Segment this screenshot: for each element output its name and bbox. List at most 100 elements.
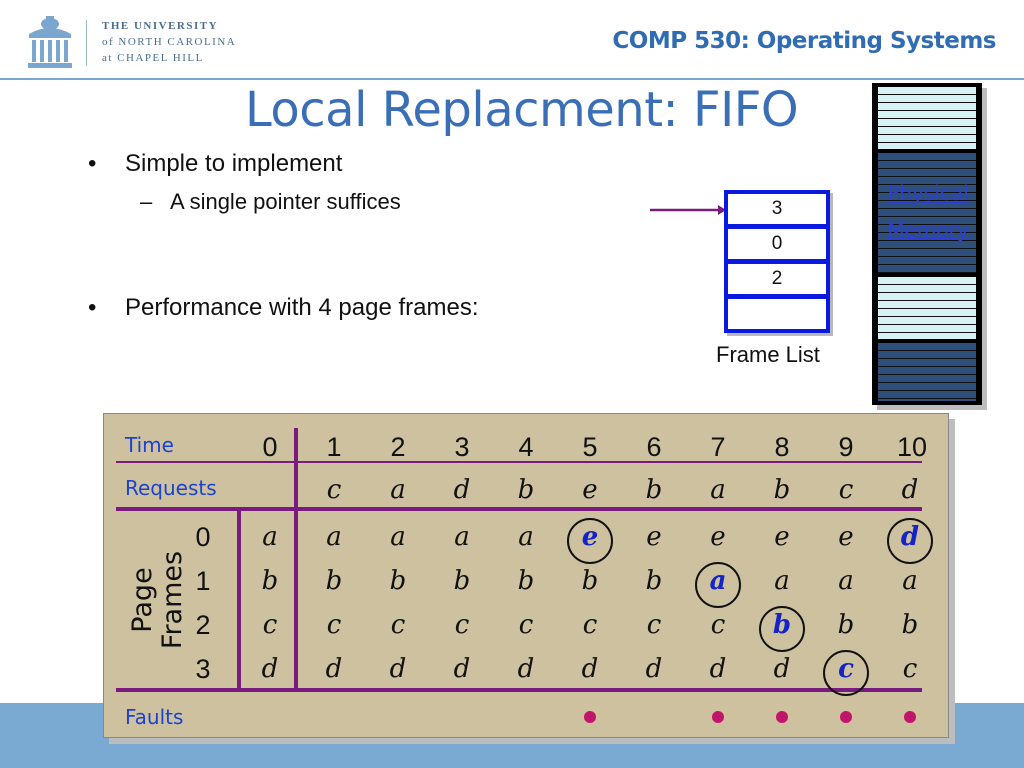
frame-list-cell: 3 [724, 190, 830, 228]
frame-number: 0 [195, 522, 211, 552]
request-value: b [645, 475, 663, 505]
frame-cell: c [518, 610, 534, 640]
fault-circle [887, 518, 933, 564]
bullet-marker: • [88, 294, 97, 321]
frame-list-cell: 0 [724, 225, 830, 263]
logo-text-line: THE UNIVERSITY [102, 20, 219, 32]
logo-text-line: of NORTH CAROLINA [102, 36, 237, 48]
bullet-marker: – [140, 189, 153, 214]
frame-cell: b [517, 566, 535, 596]
frame-cell: c [710, 610, 726, 640]
frame-cell: d [581, 654, 599, 684]
frame-number: 3 [195, 654, 211, 684]
frame-cell: d [645, 654, 663, 684]
frame-cell: d [517, 654, 535, 684]
bullet-text: Simple to implement [125, 150, 343, 177]
request-value: b [773, 475, 791, 505]
requests-rule [116, 507, 922, 511]
time-value: 2 [390, 432, 406, 462]
frame-cell: d [453, 654, 471, 684]
time-value: 6 [646, 432, 662, 462]
frame-cell: a [454, 522, 470, 552]
frame-cell: d [773, 654, 791, 684]
slide-title: Local Replacment: FIFO [245, 82, 799, 138]
time-value: 7 [710, 432, 726, 462]
fault-circle [695, 562, 741, 608]
frame-cell: c [902, 654, 918, 684]
time-value: 0 [262, 432, 278, 462]
bullet-marker: • [88, 150, 97, 177]
physical-memory-link[interactable]: Memory [887, 218, 969, 242]
time-value: 10 [896, 432, 928, 462]
frame-cell: b [645, 566, 663, 596]
frame-cell: a [838, 566, 854, 596]
frame-cell: e [838, 522, 854, 552]
time-rule [116, 461, 922, 463]
fault-circle [823, 650, 869, 696]
frame-cell: c [390, 610, 406, 640]
frame-cell: d [261, 654, 279, 684]
frames-rule [116, 688, 922, 692]
frame-cell: d [389, 654, 407, 684]
frame-cell: c [262, 610, 278, 640]
university-logo: THE UNIVERSITY of NORTH CAROLINA at CHAP… [26, 14, 246, 72]
logo-text-line: at CHAPEL HILL [102, 52, 204, 64]
fault-dot [776, 711, 788, 723]
time-label: Time [125, 433, 174, 457]
memory-block-used [878, 343, 976, 401]
time-value: 9 [838, 432, 854, 462]
frame-cell: a [902, 566, 918, 596]
frame-cell: a [774, 566, 790, 596]
request-value: e [582, 475, 598, 505]
requests-label: Requests [125, 476, 217, 500]
request-value: c [838, 475, 854, 505]
frame-cell: b [325, 566, 343, 596]
frame-cell: b [389, 566, 407, 596]
bullet-text: Performance with 4 page frames: [125, 294, 479, 321]
time-value: 3 [454, 432, 470, 462]
memory-block-used [878, 153, 976, 273]
request-value: b [517, 475, 535, 505]
frame-list: 3 0 2 [724, 190, 830, 333]
frame-cell: d [325, 654, 343, 684]
bullet-item: • Performance with 4 page frames: [88, 294, 479, 322]
fault-dot [584, 711, 596, 723]
frame-list-cell: 2 [724, 260, 830, 298]
frame-list-cell [724, 295, 830, 333]
memory-block-free [878, 277, 976, 339]
frame-pointer-arrow [650, 205, 726, 215]
bullet-text: A single pointer suffices [170, 189, 401, 214]
memory-block-free [878, 87, 976, 149]
frame-cell: a [326, 522, 342, 552]
request-value: a [390, 475, 406, 505]
frame-list-label: Frame List [716, 342, 820, 367]
fault-dot [840, 711, 852, 723]
time-value: 1 [326, 432, 342, 462]
fault-dot [712, 711, 724, 723]
bullet-item: • Simple to implement [88, 150, 342, 178]
sub-bullet-item: –A single pointer suffices [140, 189, 401, 215]
request-value: c [326, 475, 342, 505]
header-divider [0, 78, 1024, 80]
old-well-icon [28, 16, 72, 68]
physical-memory-diagram [872, 83, 982, 405]
frame-number-divider [237, 509, 241, 690]
fault-circle [567, 518, 613, 564]
frame-cell: c [326, 610, 342, 640]
frame-cell: b [837, 610, 855, 640]
frame-number: 1 [195, 566, 211, 596]
frame-cell: b [581, 566, 599, 596]
frame-cell: a [518, 522, 534, 552]
frame-cell: e [710, 522, 726, 552]
page-frames-label-line: Page [127, 567, 158, 633]
course-title: COMP 530: Operating Systems [612, 28, 996, 54]
frame-cell: c [582, 610, 598, 640]
frame-cell: a [262, 522, 278, 552]
frame-cell: e [774, 522, 790, 552]
frame-cell: d [709, 654, 727, 684]
physical-memory-link[interactable]: Physical [887, 181, 969, 205]
frame-cell: c [454, 610, 470, 640]
frame-cell: a [390, 522, 406, 552]
